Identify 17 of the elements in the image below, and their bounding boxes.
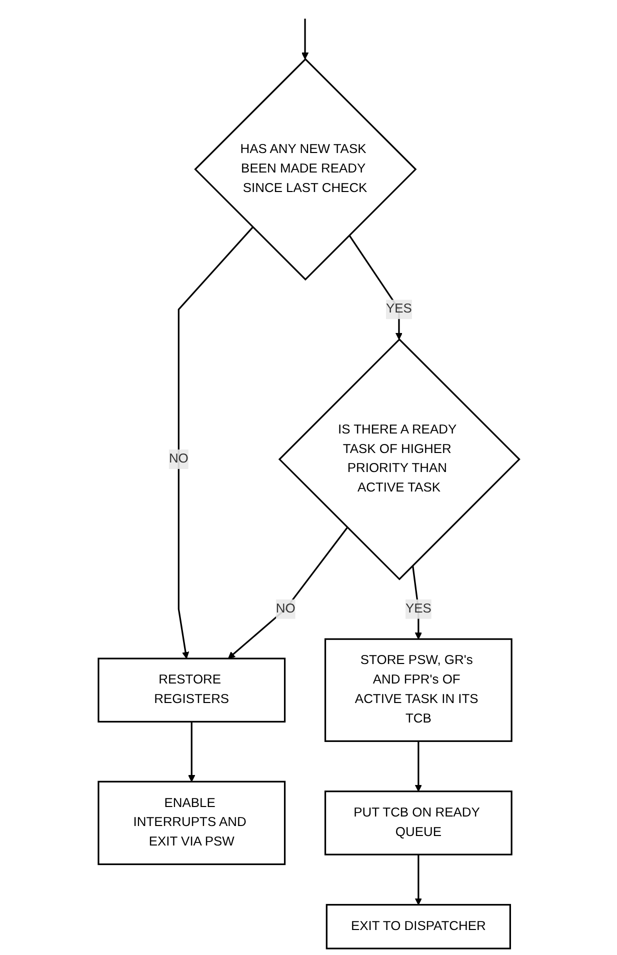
- node-diamond: IS THERE A READY TASK OF HIGHER PRIORITY THAN ACTIVE TASK: [278, 338, 520, 580]
- arrow: [188, 722, 195, 782]
- arrow: [228, 527, 348, 659]
- edge-label: YES: [405, 602, 432, 616]
- node-box: STORE PSW, GR's AND FPR's OF ACTIVE TASK IN ITS TCB: [324, 638, 512, 742]
- arrow: [177, 226, 254, 659]
- node-box: RESTORE REGISTERS: [97, 658, 286, 723]
- edge-label: NO: [168, 452, 188, 466]
- edge-label: YES: [386, 302, 412, 316]
- node-box: ENABLE INTERRUPTS AND EXIT VIA PSW: [97, 780, 286, 866]
- node-box: PUT TCB ON READY QUEUE: [324, 790, 512, 856]
- node-diamond: HAS ANY NEW TASK BEEN MADE READY SINCE LAST CHECK: [194, 58, 416, 281]
- arrow: [414, 741, 422, 792]
- arrow: [301, 18, 308, 60]
- edge-label: NO: [275, 602, 295, 616]
- arrow: [414, 854, 422, 906]
- node-box: EXIT TO DISPATCHER: [325, 904, 511, 950]
